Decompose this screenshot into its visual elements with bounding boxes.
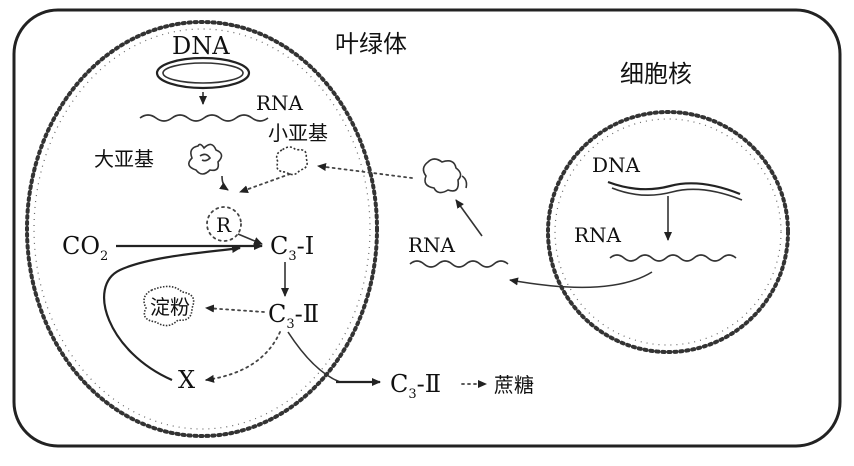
nucleus-dna-label: DNA — [592, 153, 641, 177]
nucleus-membrane — [546, 110, 790, 354]
r-enzyme-label: R — [216, 213, 232, 237]
small-subunit-label: 小亚基 — [268, 121, 328, 145]
nucleus-rna-label: RNA — [574, 223, 622, 247]
protein-import-arrow — [317, 163, 413, 179]
nucleus-dna-strand-2 — [611, 187, 743, 201]
nucleus-rna-strand — [609, 254, 737, 262]
c3ii-to-x-arrow — [205, 331, 281, 383]
large-subunit-label: 大亚基 — [94, 147, 154, 171]
chloroplast-rna-label: RNA — [256, 91, 304, 115]
chloroplast-dna-ring-inner — [162, 62, 244, 84]
regeneration-cycle-curve — [103, 245, 241, 382]
rna-to-protein-arrow — [455, 199, 483, 237]
c3-ii-label: C3-Ⅱ — [268, 300, 319, 332]
c3-ii-out-label: C3-Ⅱ — [390, 370, 441, 402]
chloroplast-membrane — [25, 20, 379, 438]
cytoplasm-rna-strand — [409, 260, 509, 268]
sucrose-label: 蔗糖 — [494, 373, 534, 397]
small-subunit-to-r-arrow — [239, 173, 291, 194]
cell-outline — [12, 8, 842, 448]
cytoplasm-rna-label: RNA — [408, 233, 456, 257]
rna-export-arrow — [509, 271, 653, 289]
chloroplast-dna-label: DNA — [172, 32, 230, 60]
c3-i-label: C3-Ⅰ — [270, 232, 314, 264]
chloroplast-rna-strand — [139, 114, 269, 122]
large-subunit-icon — [188, 143, 223, 175]
subunit-assembly-arrow — [219, 175, 229, 191]
large-subunit-icon-detail — [199, 153, 212, 162]
small-subunit-icon — [275, 146, 308, 176]
r-to-c3i-arrow — [237, 233, 263, 245]
chloroplast-membrane-inner — [33, 28, 371, 430]
chloroplast-dna-ring — [155, 56, 251, 90]
x-label: X — [178, 366, 195, 394]
nucleus-membrane-inner — [554, 118, 782, 346]
nucleus-label: 细胞核 — [620, 60, 692, 88]
co2-label: CO2 — [62, 232, 108, 264]
cytoplasm-small-subunit-icon — [422, 158, 462, 194]
cytoplasm-small-subunit-tail — [461, 175, 468, 189]
nucleus-dna-strand — [607, 180, 741, 196]
starch-label: 淀粉 — [150, 295, 190, 319]
starch-blob — [143, 285, 195, 327]
chloroplast-label: 叶绿体 — [335, 30, 407, 58]
r-enzyme-circle — [206, 206, 242, 242]
c3ii-export-curve — [287, 331, 341, 383]
c3ii-to-starch-arrow — [205, 304, 265, 313]
